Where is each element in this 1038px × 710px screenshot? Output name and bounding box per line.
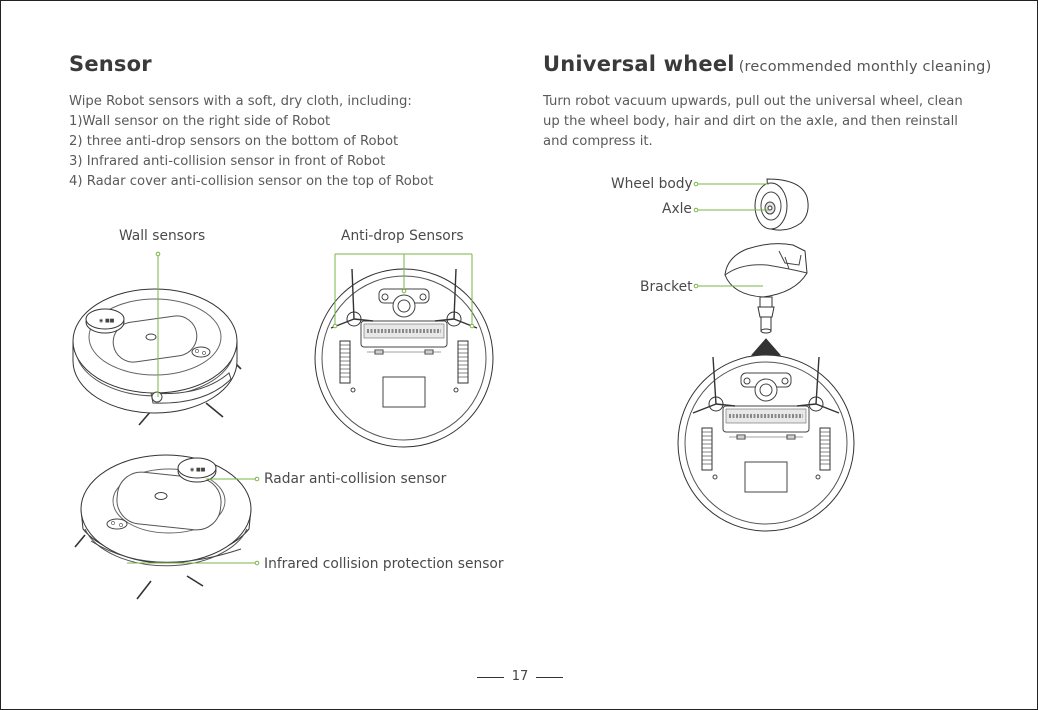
universal-wheel-illustration [725,179,808,371]
robot-bottom-view-wheel [678,355,854,531]
robot-top-view-radar: ◉ ■■ [75,455,251,599]
svg-text:◉ ■■: ◉ ■■ [190,467,206,473]
page-footer: 17 [477,668,563,688]
robot-bottom-view-anti-drop [315,269,493,447]
robot-side-view-wall-sensor: ◉ ■■ [73,289,241,425]
svg-text:◉ ■■: ◉ ■■ [99,318,115,324]
footer-rule-right [536,677,563,678]
